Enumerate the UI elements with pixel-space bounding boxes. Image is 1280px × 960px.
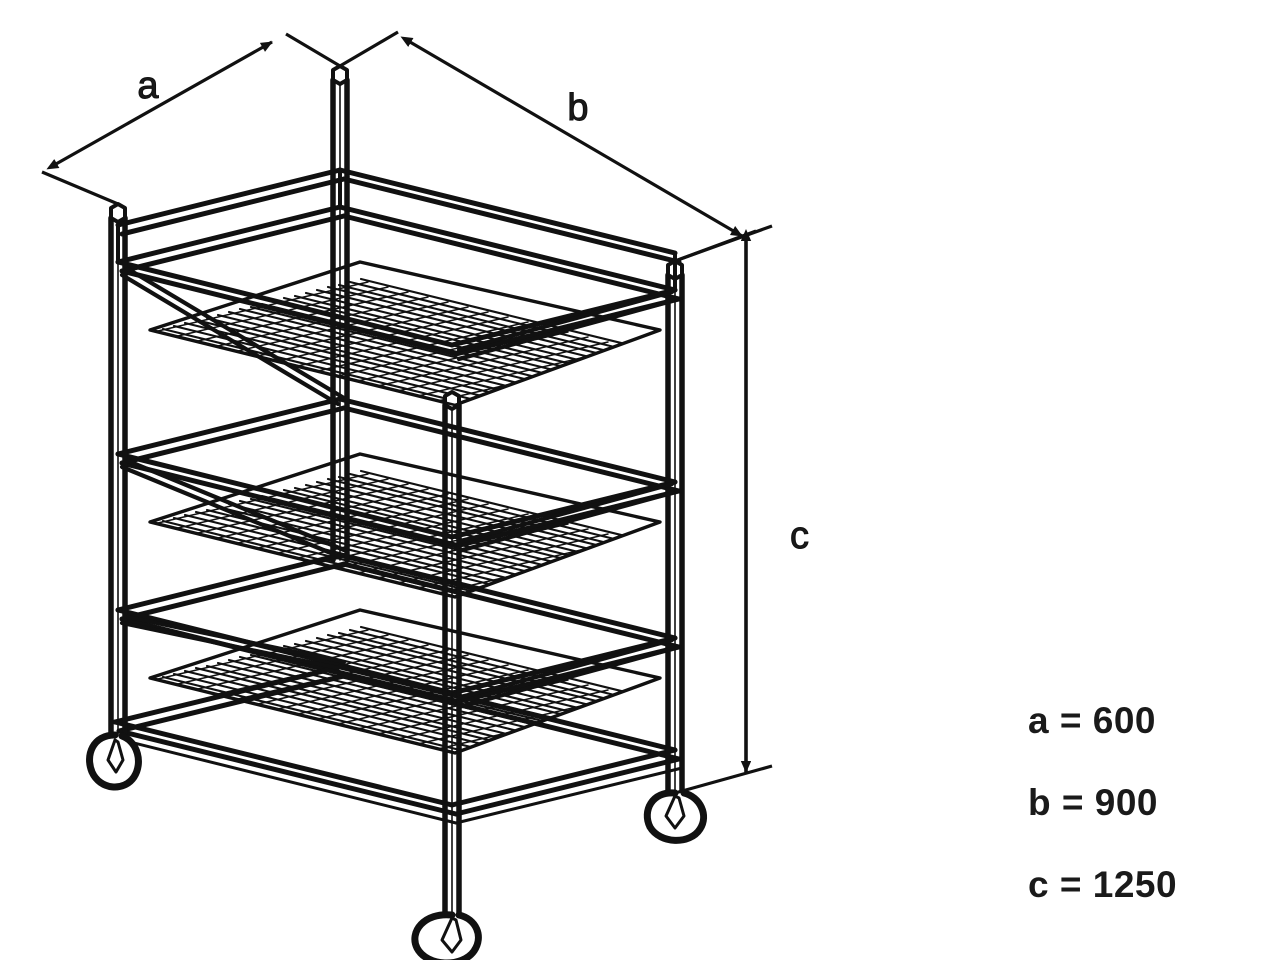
- dimension-line-b: [400, 36, 743, 238]
- post-front: [442, 401, 462, 918]
- extension-line-b-start: [339, 30, 399, 68]
- extension-line-a-start: [41, 170, 119, 206]
- caster-front: [411, 911, 482, 960]
- post-right: [665, 271, 685, 798]
- post-rear: [330, 76, 350, 563]
- shelf-frame-middle: [115, 396, 682, 549]
- extension-line-a-end: [285, 32, 341, 68]
- dimension-label-c: c: [790, 515, 809, 557]
- post-cap-left: [109, 202, 127, 224]
- dimension-label-a: a: [137, 65, 159, 107]
- base-frame: [112, 664, 682, 817]
- diagonal-braces: [119, 266, 675, 710]
- trolley-cart: [86, 64, 708, 960]
- legend-row-a: a = 600: [1028, 700, 1156, 741]
- dimension-line-a: [46, 40, 273, 170]
- dimension-annotations: a b c: [41, 30, 810, 795]
- shelf-edge-detail: [148, 328, 662, 755]
- dimension-c: c: [674, 224, 810, 795]
- legend-row-c: c = 1250: [1028, 864, 1178, 905]
- base-frame-lower-edge: [120, 738, 684, 825]
- legend-row-b: b = 900: [1028, 782, 1159, 823]
- post-cap-rear: [331, 64, 349, 86]
- post-cap-front: [443, 390, 461, 411]
- extension-line-c-bottom: [674, 764, 773, 795]
- dimension-legend: a = 600 b = 900 c = 1250: [1028, 698, 1258, 944]
- extension-line-c-top: [674, 224, 773, 263]
- caster-left: [86, 731, 142, 791]
- dimension-label-b: b: [567, 87, 588, 129]
- dimension-a: a: [41, 32, 341, 206]
- caster-right: [643, 789, 708, 844]
- post-left: [108, 214, 128, 738]
- shelf-frame-top: [115, 204, 682, 357]
